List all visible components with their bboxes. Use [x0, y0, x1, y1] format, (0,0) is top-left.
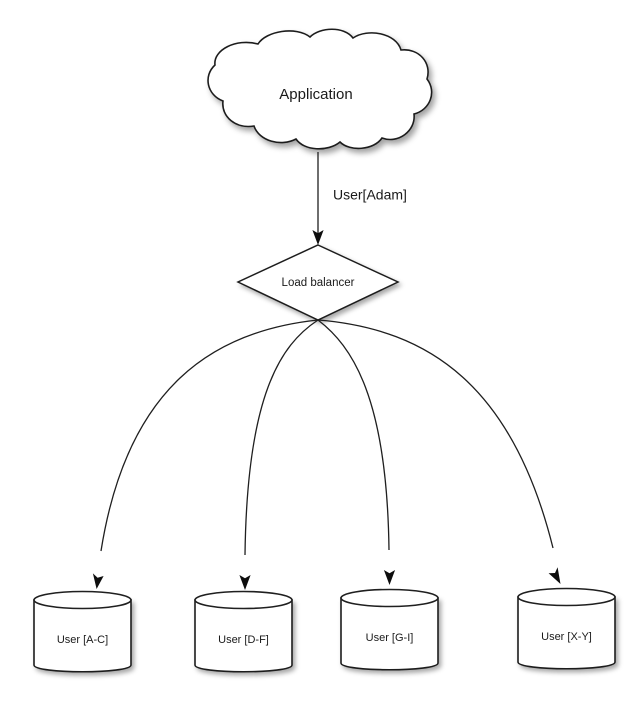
database-0-label: User [A-C] [57, 634, 108, 646]
cylinder-body-0 [33, 599, 132, 673]
edge-balancer-to-db-2-arrowhead [383, 570, 396, 585]
cylinder-body-1 [194, 599, 293, 673]
node-database-0[interactable]: User [A-C] [33, 590, 132, 673]
edge-balancer-to-db-0 [92, 319, 319, 589]
edge-balancer-to-db-3-line [317, 319, 554, 549]
load-balancer-label: Load balancer [282, 277, 355, 289]
edge-balancer-to-db-1 [239, 319, 319, 590]
edge-balancer-to-db-1-line [244, 319, 319, 556]
database-2-label: User [G-I] [366, 632, 414, 644]
node-load-balancer[interactable]: Load balancer [236, 244, 400, 321]
edge-balancer-to-db-2 [317, 319, 396, 585]
node-database-3[interactable]: User [X-Y] [517, 587, 616, 670]
cylinder-body-3 [517, 596, 616, 670]
edge-balancer-to-db-0-arrowhead [92, 573, 104, 589]
cylinder-top-ellipse-3 [517, 587, 616, 607]
edge-balancer-to-db-0-line [100, 319, 319, 552]
database-1-label: User [D-F] [218, 634, 269, 646]
edge-app-to-balancer-label: User[Adam] [333, 187, 407, 203]
edge-app-to-balancer-arrowhead [312, 230, 324, 245]
node-database-1[interactable]: User [D-F] [194, 590, 293, 673]
application-label: Application [279, 86, 352, 103]
edge-balancer-to-db-1-arrowhead [239, 575, 251, 590]
node-database-2[interactable]: User [G-I] [340, 588, 439, 671]
edge-balancer-to-db-3 [317, 319, 561, 584]
cylinder-top-ellipse-1 [194, 590, 293, 610]
cylinder-body-2 [340, 597, 439, 671]
cloud-shape [207, 28, 433, 150]
cylinder-top-ellipse-2 [340, 588, 439, 608]
node-application[interactable]: Application [207, 28, 433, 150]
edge-app-to-balancer: User[Adam] [312, 152, 407, 245]
edge-balancer-to-db-3-arrowhead [548, 567, 561, 584]
database-3-label: User [X-Y] [541, 631, 592, 643]
cylinder-top-ellipse-0 [33, 590, 132, 610]
edge-balancer-to-db-2-line [317, 319, 390, 551]
